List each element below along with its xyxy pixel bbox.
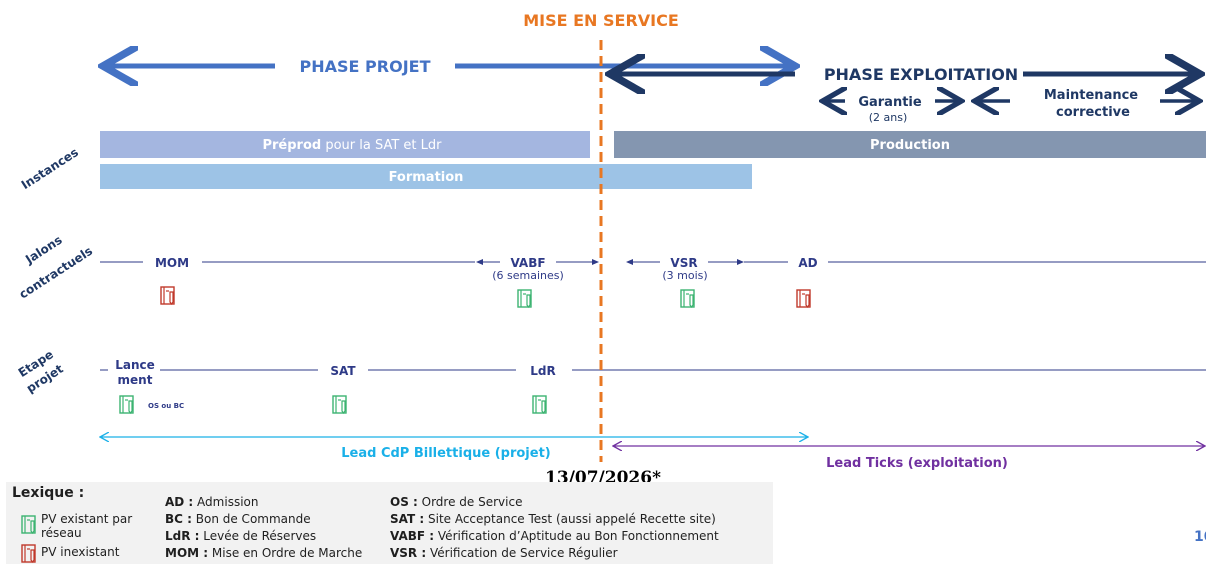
phase-projet-label: PHASE PROJET — [300, 57, 431, 76]
lexique-entry: MOM : Mise en Ordre de Marche — [165, 546, 363, 560]
formation-label: Formation — [389, 170, 464, 185]
pv-inexistant-icon — [796, 289, 811, 308]
pv-existant-icon — [680, 289, 695, 308]
etape-lancement-note: OS ou BC — [148, 402, 184, 410]
jalon-ad-label: AD — [798, 256, 817, 270]
lexique-title: Lexique : — [12, 485, 85, 501]
lead-exploitation-label: Lead Ticks (exploitation) — [826, 456, 1008, 471]
pv-existant-icon — [119, 395, 134, 414]
pv-inexistant-icon — [160, 286, 175, 305]
mise-en-service-title: MISE EN SERVICE — [523, 11, 679, 30]
pv-existant-icon — [532, 395, 547, 414]
jalon-vabf-duration: (6 semaines) — [492, 269, 564, 282]
pv-inexistant-legend-label: PV inexistant — [41, 545, 120, 559]
production-label: Production — [870, 138, 950, 153]
jalon-vsr-duration: (3 mois) — [662, 269, 707, 282]
lexique-entry: OS : Ordre de Service — [390, 495, 523, 509]
maintenance-label-line1: Maintenance — [1044, 88, 1138, 103]
lexique-entry: VABF : Vérification d’Aptitude au Bon Fo… — [390, 529, 719, 543]
etape-ldr-label: LdR — [530, 364, 555, 378]
lexique-legend: Lexique : PV existant par réseau PV inex… — [6, 482, 773, 564]
preprod-bar — [100, 131, 590, 158]
jalon-vsr-label: VSR — [670, 256, 697, 270]
pv-existant-icon — [332, 395, 347, 414]
lead-projet-label: Lead CdP Billettique (projet) — [341, 446, 551, 461]
preprod-label: Préprod pour la SAT et Ldr — [262, 138, 442, 153]
garantie-duration: (2 ans) — [869, 111, 908, 124]
lexique-entry: AD : Admission — [165, 495, 259, 509]
pv-existant-legend-line1: PV existant par — [41, 512, 133, 526]
maintenance-label-line2: corrective — [1056, 105, 1130, 120]
pv-inexistant-legend-icon — [21, 544, 36, 563]
etape-lancement-label-line2: ment — [118, 373, 153, 387]
lexique-entry: LdR : Levée de Réserves — [165, 529, 317, 543]
pv-existant-legend-icon — [21, 515, 36, 534]
formation-bar — [100, 164, 752, 189]
pv-existant-legend-line2: réseau — [41, 526, 82, 540]
row-label-instances: Instances — [19, 145, 81, 192]
lexique-entry: BC : Bon de Commande — [165, 512, 311, 526]
etape-lancement-label-line1: Lance — [115, 358, 155, 372]
production-bar — [614, 131, 1206, 158]
lexique-entry: VSR : Vérification de Service Régulier — [390, 546, 618, 560]
pv-existant-icon — [517, 289, 532, 308]
phase-exploitation-label: PHASE EXPLOITATION — [824, 65, 1018, 84]
etape-sat-label: SAT — [330, 364, 356, 378]
page-number: 10 — [1194, 529, 1206, 545]
garantie-label: Garantie — [858, 95, 922, 110]
jalon-mom-label: MOM — [155, 256, 189, 270]
lexique-entry: SAT : Site Acceptance Test (aussi appelé… — [390, 512, 716, 526]
jalon-vabf-label: VABF — [510, 256, 545, 270]
